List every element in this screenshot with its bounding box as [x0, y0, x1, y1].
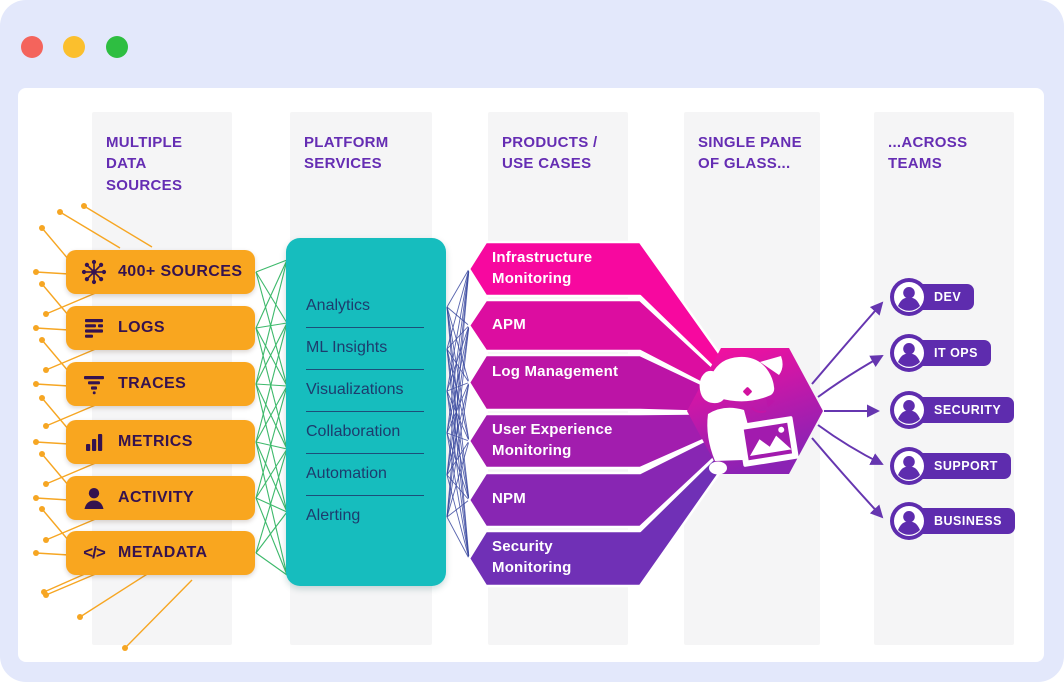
team-badge-support: SUPPORT — [890, 447, 1011, 485]
product-apm: APM — [492, 316, 526, 333]
minimize-window-icon[interactable] — [63, 36, 85, 58]
column-header-single-pane: SINGLE PANE OF GLASS... — [698, 134, 802, 173]
source-box-activity: ACTIVITY — [66, 476, 255, 520]
team-label: SUPPORT — [915, 453, 1011, 479]
product-log-management: Log Management — [492, 363, 619, 380]
avatar-person-icon — [890, 391, 928, 429]
integrations-hub-icon — [81, 259, 107, 285]
code-brackets-icon: </> — [83, 543, 106, 562]
source-label: METADATA — [118, 544, 208, 561]
service-collaboration: Collaboration — [306, 423, 401, 440]
divider — [306, 369, 424, 370]
source-box-metrics: METRICS — [66, 420, 255, 464]
traces-icon — [81, 371, 107, 397]
team-badge-dev: DEV — [890, 278, 975, 316]
divider — [306, 453, 424, 454]
source-box-logs: LOGS — [66, 306, 255, 350]
team-label: BUSINESS — [915, 508, 1015, 534]
product-security-monitoring: Security Monitoring — [492, 538, 572, 576]
source-box-metadata: </> METADATA — [66, 531, 255, 575]
avatar-person-icon — [890, 447, 928, 485]
logs-icon — [81, 315, 107, 341]
service-ml-insights: ML Insights — [306, 339, 388, 356]
avatar-person-icon — [890, 502, 928, 540]
column-header-platform-services: PLATFORM SERVICES — [304, 134, 389, 173]
divider — [306, 327, 424, 328]
service-visualizations: Visualizations — [306, 381, 404, 398]
column-single-pane: SINGLE PANE OF GLASS... — [684, 112, 820, 645]
team-badge-business: BUSINESS — [890, 502, 1015, 540]
source-label: METRICS — [118, 433, 193, 450]
close-window-icon[interactable] — [21, 36, 43, 58]
team-badge-it-ops: IT OPS — [890, 334, 991, 372]
divider — [306, 495, 424, 496]
metrics-bars-icon — [81, 429, 107, 455]
service-automation: Automation — [306, 465, 387, 482]
source-label: LOGS — [118, 319, 165, 336]
column-header-data-sources: MULTIPLE DATA SOURCES — [106, 134, 183, 194]
team-label: IT OPS — [915, 340, 991, 366]
platform-services-panel — [286, 238, 446, 586]
product-npm: NPM — [492, 490, 526, 507]
avatar-person-icon — [890, 278, 928, 316]
team-label: SECURITY — [915, 397, 1015, 423]
source-label: TRACES — [118, 375, 187, 392]
source-label: 400+ SOURCES — [118, 263, 243, 280]
column-header-products: PRODUCTS / USE CASES — [502, 134, 598, 173]
team-badge-security: SECURITY — [890, 391, 1015, 429]
source-label: ACTIVITY — [118, 489, 195, 506]
service-alerting: Alerting — [306, 507, 361, 524]
product-infrastructure-monitoring: Infrastructure Monitoring — [492, 249, 593, 287]
zoom-window-icon[interactable] — [106, 36, 128, 58]
product-user-experience-monitoring: User Experience Monitoring — [492, 421, 613, 459]
activity-person-icon — [81, 485, 107, 511]
column-header-teams: ...ACROSS TEAMS — [888, 134, 968, 173]
avatar-person-icon — [890, 334, 928, 372]
source-box-traces: TRACES — [66, 362, 255, 406]
column-teams: ...ACROSS TEAMS — [874, 112, 1014, 645]
service-analytics: Analytics — [306, 297, 371, 314]
divider — [306, 411, 424, 412]
source-box-400-sources: 400+ SOURCES — [66, 250, 255, 294]
